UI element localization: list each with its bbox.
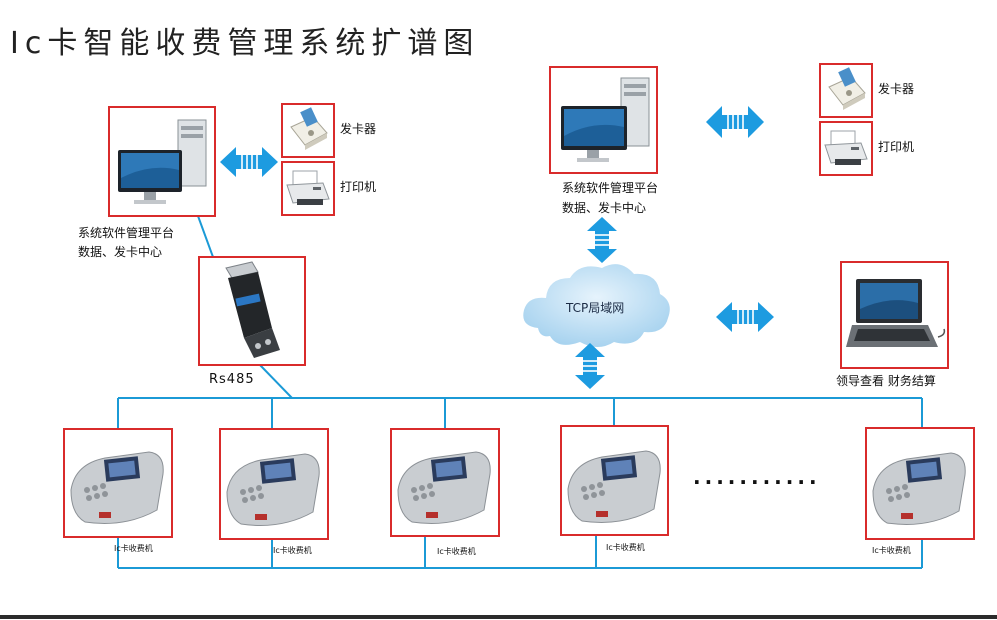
cloud-bus-vertical-arrow-icon [575,343,605,389]
left-printer-box [281,161,335,216]
rs485-converter-icon [225,261,280,358]
terminal-4-box [560,425,669,536]
terminal-5-box [865,427,975,540]
terminal-2-label: Ic卡收费机 [273,546,312,555]
terminal-3-box [390,428,500,537]
card-issuer-icon [290,107,328,150]
left-printer-label: 打印机 [340,180,377,194]
rs485-label: Rs485 [209,372,255,387]
laptop-box [840,261,949,369]
rs485-converter-box [198,256,306,366]
card-terminal-icon [872,452,966,525]
tcp-lan-label: TCP局域网 [566,301,625,315]
terminal-1-box [63,428,173,538]
card-terminal-icon [397,451,491,524]
right-card-issuer-box [819,63,873,118]
desktop-computer-icon [561,77,650,162]
laptop-icon [846,279,946,347]
left-bidirectional-arrow-icon [220,147,278,177]
desktop-computer-icon [118,119,207,204]
cloud-laptop-bidirectional-arrow-icon [716,302,774,332]
tcp-lan-cloud-icon [523,264,670,347]
more-terminals-ellipsis: ........... [693,465,821,489]
card-terminal-icon [226,453,320,526]
terminal-4-label: Ic卡收费机 [606,543,645,552]
platform-cloud-vertical-arrow-icon [587,217,617,263]
card-issuer-icon [828,67,866,110]
card-terminal-icon [70,451,164,524]
card-terminal-icon [567,450,661,523]
terminal-3-label: Ic卡收费机 [437,547,476,556]
right-top-bidirectional-arrow-icon [706,106,764,138]
diagram-title: Ic卡智能收费管理系统扩谱图 [10,26,480,61]
right-printer-box [819,121,873,176]
terminal-2-box [219,428,329,540]
right-card-issuer-label: 发卡器 [878,82,915,96]
right-printer-label: 打印机 [878,140,915,154]
printer-icon [286,170,330,205]
bottom-border [0,615,997,619]
laptop-label: 领导查看 财务结算 [836,374,936,388]
right-platform-label-line1: 系统软件管理平台 [562,181,659,195]
terminal-1-label: Ic卡收费机 [114,544,153,553]
printer-icon [824,130,868,165]
left-platform-label-line2: 数据、发卡中心 [78,245,163,259]
left-pc-box [108,106,216,217]
left-card-issuer-label: 发卡器 [340,122,377,136]
terminal-5-label: Ic卡收费机 [872,546,911,555]
left-card-issuer-box [281,103,335,158]
right-pc-box [549,66,658,174]
right-platform-label-line2: 数据、发卡中心 [562,201,647,215]
left-platform-label-line1: 系统软件管理平台 [78,226,175,240]
